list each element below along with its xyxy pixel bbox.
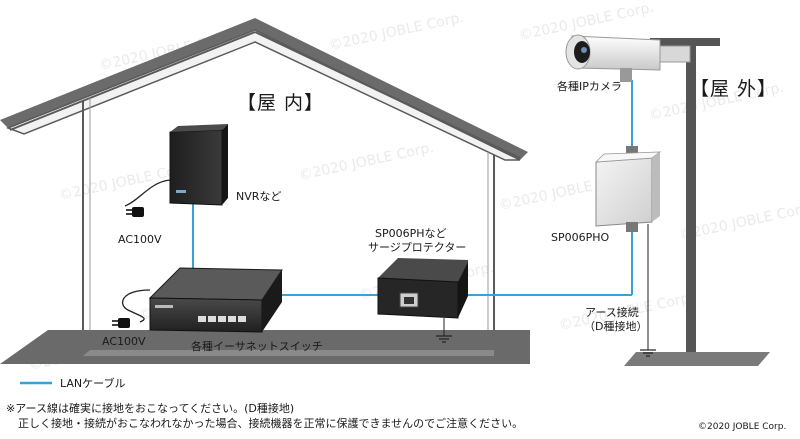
- watermark-text-5: ©2020 JOBLE Corp.: [298, 140, 436, 184]
- nvr-device: [169, 124, 228, 206]
- floor: [83, 350, 494, 356]
- power-plug-icon: [124, 179, 171, 217]
- indoor-label: 【屋 内】: [237, 92, 325, 114]
- power-plug-icon-2: [112, 289, 151, 328]
- ground-label-1: アース接続: [585, 306, 639, 319]
- surge-protector-indoor: [377, 258, 468, 343]
- outdoor-label: 【屋 外】: [690, 78, 778, 100]
- outdoor-protector-label: SP006PHO: [551, 231, 610, 244]
- watermark-text-1: ©2020 JOBLE Corp.: [328, 10, 466, 54]
- nvr-label: NVRなど: [236, 190, 282, 203]
- ethernet-switch: [148, 267, 283, 333]
- protector-label-1: SP006PHなど: [375, 227, 447, 240]
- ac-label-2: AC100V: [102, 335, 146, 348]
- ac-label-1: AC100V: [118, 233, 162, 246]
- note-line-2: 正しく接地・接続がおこなわれなかった場合、接続機器を正常に保護できませんのでご注…: [18, 417, 524, 430]
- protector-label-2: サージプロテクター: [368, 241, 467, 254]
- lan-cables: [192, 80, 633, 296]
- copyright: ©2020 JOBLE Corp.: [698, 422, 787, 432]
- ground-label-2: （D種接地）: [584, 320, 648, 333]
- legend-label: LANケーブル: [60, 377, 126, 390]
- outdoor-pole: [624, 38, 770, 366]
- note-line-1: ※アース線は確実に接地をおこなってください。(D種接地): [6, 402, 295, 415]
- ip-camera: [565, 34, 691, 82]
- camera-label: 各種IPカメラ: [557, 80, 622, 93]
- switch-label: 各種イーサネットスイッチ: [191, 340, 323, 353]
- surge-protector-outdoor: [594, 146, 662, 357]
